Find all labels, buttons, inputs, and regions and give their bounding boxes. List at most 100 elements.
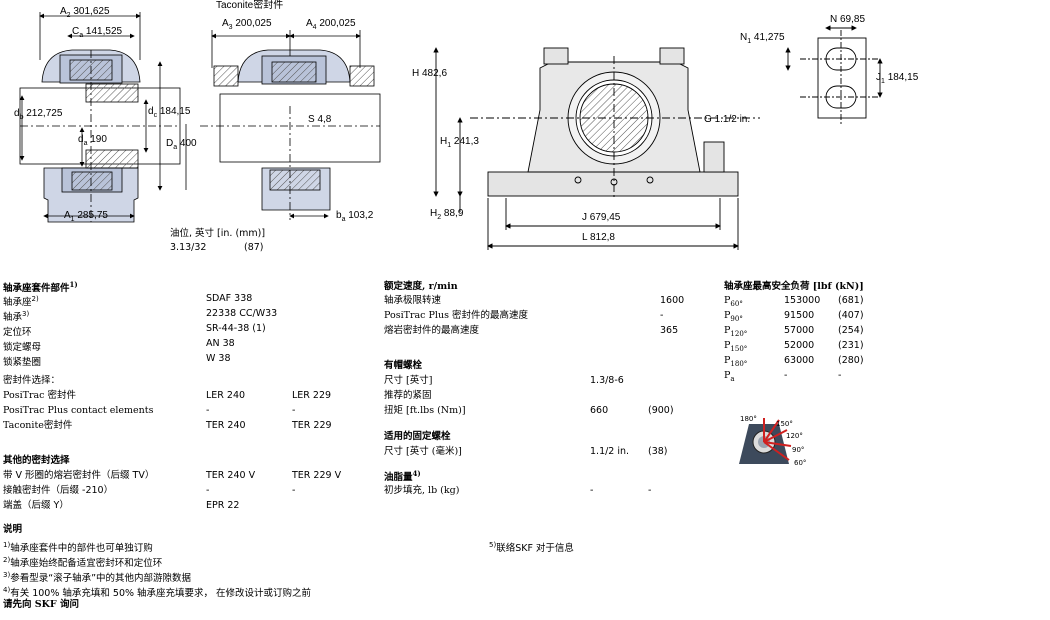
cap-bolt-value-2: (900) — [648, 405, 674, 416]
component-value: SDAF 338 — [206, 293, 253, 304]
dim-Ca: Ca 141,525 — [72, 26, 123, 39]
grease-value-2: - — [648, 485, 652, 496]
load-value-lbf: 52000 — [784, 340, 815, 351]
component-label: 轴承3) — [3, 310, 30, 324]
oil-level-in: 3.13/32 — [170, 242, 207, 253]
dim-N: N 69,85 — [830, 14, 866, 25]
dim-A2: A2 301,625 — [60, 6, 110, 19]
seal-value-1: - — [206, 405, 210, 416]
component-label: 定位环 — [3, 327, 32, 339]
load-label: P120° — [724, 325, 748, 338]
speed-heading: 额定速度, r/min — [384, 281, 458, 292]
load-label: P60° — [724, 295, 743, 308]
note-item: 3)参看型录“滚子轴承”中的其他内部游隙数据 — [3, 571, 192, 585]
angle-150: 150° — [776, 420, 793, 428]
load-value-lbf: - — [784, 370, 788, 381]
notes-heading: 说明 — [3, 524, 23, 535]
cap-bolt-label: 尺寸 [英寸] — [384, 375, 433, 386]
dim-J1: J1 184,15 — [876, 72, 919, 85]
dim-H2: H2 88,9 — [430, 208, 464, 221]
component-label: 锁紧垫圈 — [3, 357, 42, 369]
dim-da: da 190 — [78, 134, 107, 147]
oil-level-mm: (87) — [244, 242, 264, 253]
cap-bolt-value-1: 660 — [590, 405, 609, 416]
seal-value-2: - — [292, 405, 296, 416]
other-seal-value-1: - — [206, 485, 210, 496]
load-value-lbf: 63000 — [784, 355, 815, 366]
load-value-kn: (254) — [838, 325, 864, 336]
fix-bolt-value-1: 1.1/2 in. — [590, 446, 630, 457]
grease-label: 初步填充, lb (kg) — [384, 485, 460, 496]
angle-120: 120° — [786, 432, 803, 440]
seal-value-1: LER 240 — [206, 390, 246, 401]
load-value-kn: (407) — [838, 310, 864, 321]
speed-label: 熔岩密封件的最高速度 — [384, 325, 480, 336]
angle-180: 180° — [740, 415, 757, 423]
seal-label: PosiTrac 密封件 — [3, 390, 77, 401]
note-item: 2)轴承座始终配备适宜密封环和定位环 — [3, 556, 163, 570]
dim-H: H 482,6 — [412, 68, 448, 79]
dim-N1: N1 41,275 — [740, 32, 785, 45]
load-direction-diagram — [739, 418, 792, 464]
dim-A4: A4 200,025 — [306, 18, 356, 31]
loads-heading: 轴承座最高安全负荷 [lbf (kN)] — [724, 281, 864, 292]
other-seal-label: 端盖（后缀 Y） — [3, 500, 69, 511]
seal-label: PosiTrac Plus contact elements — [3, 405, 154, 416]
section-view-taconite — [185, 30, 381, 220]
cap-bolt-label: 推荐的紧固 — [384, 390, 432, 401]
dim-dc: dc 184,15 — [148, 106, 191, 119]
technical-drawing — [19, 12, 883, 250]
taconite-label: Taconite密封件 — [216, 0, 284, 11]
speed-label: 轴承极限转速 — [384, 295, 442, 306]
speed-label: PosiTrac Plus 密封件的最高速度 — [384, 310, 528, 321]
oil-level-label: 油位, 英寸 [in. (mm)] — [170, 228, 266, 239]
dim-H1: H1 241,3 — [440, 136, 479, 149]
grease-heading: 油脂量4) — [384, 469, 421, 484]
dim-Da: Da 400 — [166, 138, 197, 151]
cap-bolt-label: 扭矩 [ft.lbs (Nm)] — [384, 405, 466, 416]
other-seal-value-2: TER 229 V — [292, 470, 342, 481]
load-value-kn: (280) — [838, 355, 864, 366]
angle-60: 60° — [794, 459, 807, 467]
dim-G: G 1.1/2 in. — [704, 114, 751, 125]
seal-value-2: TER 229 — [292, 420, 332, 431]
seal-value-1: TER 240 — [206, 420, 246, 431]
load-label: P150° — [724, 340, 748, 353]
component-value: AN 38 — [206, 338, 235, 349]
angle-90: 90° — [792, 446, 805, 454]
other-seal-label: 接触密封件（后缀 -210） — [3, 485, 114, 496]
grease-value-1: - — [590, 485, 594, 496]
other-seal-value-1: EPR 22 — [206, 500, 240, 511]
dim-ba: ba 103,2 — [336, 210, 374, 223]
bolt-pattern-detail — [785, 25, 883, 124]
fix-bolt-heading: 适用的固定螺栓 — [384, 431, 451, 442]
seal-select-label: 密封件选择： — [3, 375, 61, 386]
section-view-left — [19, 12, 181, 223]
components-heading: 轴承座套件部件1) — [3, 280, 78, 295]
seal-label: Taconite密封件 — [3, 420, 73, 431]
load-value-kn: - — [838, 370, 842, 381]
front-view-housing — [433, 47, 760, 250]
other-seals-heading: 其他的密封选择 — [3, 455, 70, 466]
load-value-kn: (231) — [838, 340, 864, 351]
notes-footer: 请先向 SKF 询问 — [3, 599, 79, 610]
component-value: SR-44-38 (1) — [206, 323, 266, 334]
dim-db: db 212,725 — [14, 108, 63, 121]
other-seal-label: 带 V 形圈的熔岩密封件（后缀 TV） — [3, 470, 155, 481]
cap-bolt-heading: 有帽螺栓 — [384, 360, 423, 371]
fix-bolt-value-2: (38) — [648, 446, 668, 457]
load-label: P180° — [724, 355, 748, 368]
speed-value: 365 — [660, 325, 679, 336]
load-value-lbf: 57000 — [784, 325, 815, 336]
component-value: 22338 CC/W33 — [206, 308, 278, 319]
load-value-lbf: 91500 — [784, 310, 815, 321]
dim-A3: A3 200,025 — [222, 18, 272, 31]
speed-value: - — [660, 310, 664, 321]
load-label: P90° — [724, 310, 743, 323]
component-value: W 38 — [206, 353, 231, 364]
component-label: 锁定螺母 — [3, 342, 42, 354]
load-value-lbf: 153000 — [784, 295, 821, 306]
dim-S: S 4,8 — [308, 114, 332, 125]
cap-bolt-value-1: 1.3/8-6 — [590, 375, 624, 386]
load-value-kn: (681) — [838, 295, 864, 306]
